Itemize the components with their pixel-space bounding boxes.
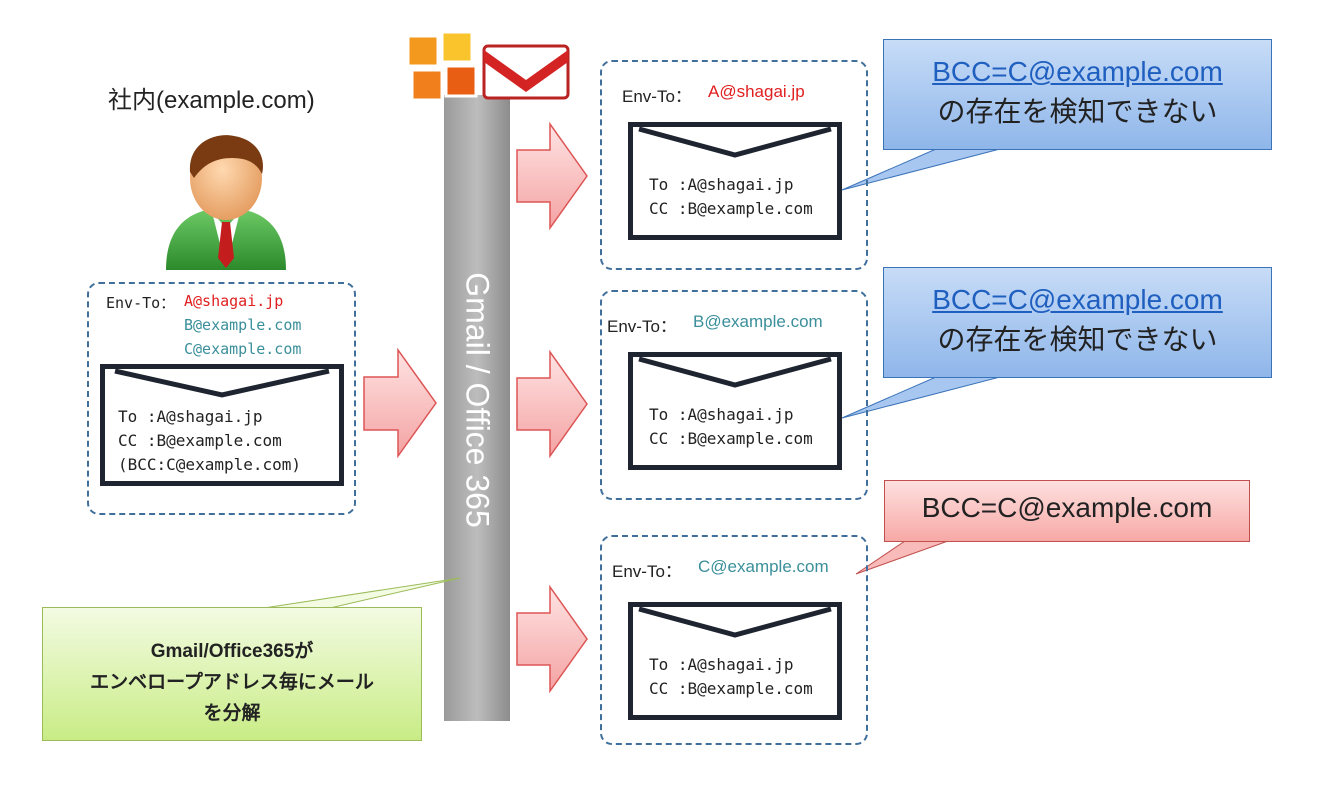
output-2-envelope: To :A@shagai.jp CC :B@example.com [628,352,842,470]
arrow-to-output-2 [516,349,588,459]
arrow-to-output-1 [516,121,588,231]
envelope-flap-icon [638,127,832,158]
envelope-flap-icon [638,607,832,638]
note-line-2: エンベロープアドレス毎にメール [90,672,374,693]
output-1-envelope: To :A@shagai.jp CC :B@example.com [628,122,842,240]
callout-1-bcc: BCC=C@example.com [932,56,1223,87]
callout-tail-3 [855,540,949,575]
output-1-envto: A@shagai.jp [708,82,805,101]
output-box-3 [600,535,868,745]
gateway-bar [444,95,510,721]
input-mail-bcc: (BCC:C@example.com) [118,455,302,474]
envelope-flap-icon [114,369,330,398]
gmail-logo-icon [482,44,570,100]
output-1-envto-label: Env-To： [622,87,692,106]
input-envto-b: B@example.com [184,316,302,334]
arrow-left-to-gateway [363,347,437,459]
output-1-mail-to: To :A@shagai.jp [649,175,794,194]
callout-2-bcc: BCC=C@example.com [932,284,1223,315]
input-envelope: To :A@shagai.jp CC :B@example.com (BCC:C… [100,364,344,486]
note-line-3: を分解 [203,703,261,724]
callout-1-text: の存在を検知できない [937,96,1218,127]
office-logo-icon [406,30,478,102]
output-3-envelope: To :A@shagai.jp CC :B@example.com [628,602,842,720]
output-3-mail-cc: CC :B@example.com [649,679,813,698]
output-2-envto: B@example.com [693,312,823,331]
callout-3-bcc: BCC=C@example.com [921,492,1213,523]
envelope-flap-icon [638,357,832,388]
user-avatar-icon [166,135,286,270]
arrow-to-output-3 [516,584,588,694]
callout-undetectable-2: BCC=C@example.com の存在を検知できない [883,267,1272,378]
input-envto-c: C@example.com [184,340,302,358]
callout-undetectable-1: BCC=C@example.com の存在を検知できない [883,39,1272,150]
input-envto-label: Env-To： [106,294,176,312]
input-mail-to: To :A@shagai.jp [118,407,263,426]
output-2-mail-to: To :A@shagai.jp [649,405,794,424]
note-split-by-envelope: Gmail/Office365が エンベロープアドレス毎にメール を分解 [42,607,422,741]
domain-label: 社内(example.com) [108,87,315,114]
output-2-envto-label: Env-To： [607,317,677,336]
output-3-mail-to: To :A@shagai.jp [649,655,794,674]
output-3-envto: C@example.com [698,557,829,576]
callout-tail-note [263,577,461,609]
callout-bcc-visible: BCC=C@example.com [884,480,1250,542]
note-line-1: Gmail/Office365が [150,641,314,662]
output-1-mail-cc: CC :B@example.com [649,199,813,218]
output-box-1 [600,60,868,270]
input-mail-cc: CC :B@example.com [118,431,282,450]
input-envto-a: A@shagai.jp [184,292,284,310]
output-3-envto-label: Env-To： [612,562,682,581]
callout-2-text: の存在を検知できない [937,324,1218,355]
output-box-2 [600,290,868,500]
input-mail-box [87,282,356,515]
output-2-mail-cc: CC :B@example.com [649,429,813,448]
gateway-label: Gmail / Office 365 [459,272,496,528]
